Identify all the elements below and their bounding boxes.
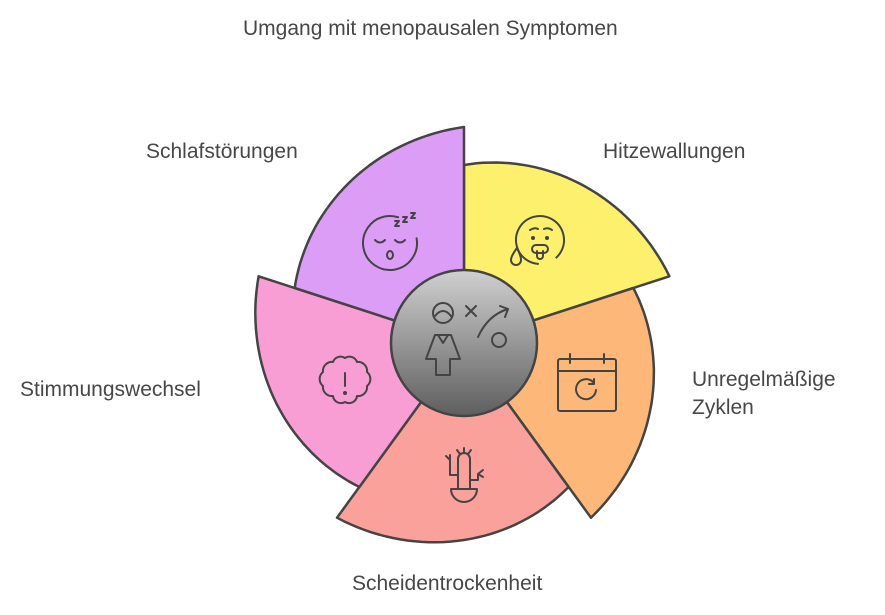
woman-strategy-icon xyxy=(425,302,509,376)
label-line-2: Zyklen xyxy=(692,396,754,419)
diagram-title: Umgang mit menopausalen Symptomen xyxy=(243,17,618,40)
calendar-refresh-icon xyxy=(557,353,617,412)
label-unregelmaessige-zyklen: Unregelmäßige Zyklen xyxy=(692,366,836,422)
label-stimmungswechsel: Stimmungswechsel xyxy=(20,378,201,401)
sweating-face-icon xyxy=(510,215,565,266)
label-hitzewallungen: Hitzewallungen xyxy=(603,140,746,163)
label-scheidentrockenheit: Scheidentrockenheit xyxy=(352,572,543,595)
sleeping-face-icon xyxy=(362,212,418,271)
label-line-1: Unregelmäßige xyxy=(692,368,836,391)
alert-cloud-icon xyxy=(318,355,372,405)
cactus-icon xyxy=(445,447,484,503)
center-hub xyxy=(389,268,539,418)
label-schlafstoerungen: Schlafstörungen xyxy=(146,140,298,163)
sector-scheidentrockenheit xyxy=(335,341,570,544)
